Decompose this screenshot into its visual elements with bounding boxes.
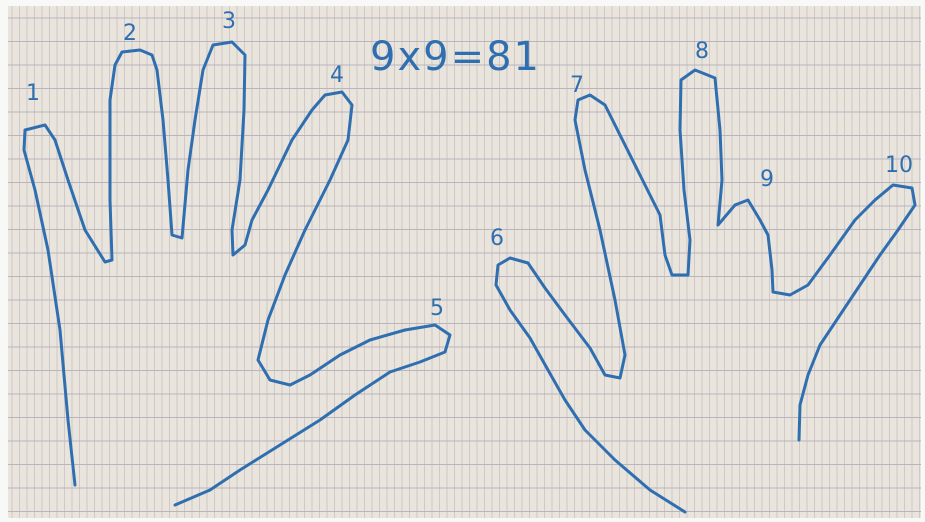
finger-number-1: 1	[26, 81, 40, 106]
finger-number-5: 5	[430, 296, 444, 321]
finger-number-8: 8	[695, 39, 709, 64]
finger-number-3: 3	[222, 9, 236, 34]
finger-number-10: 10	[885, 153, 913, 178]
finger-number-4: 4	[330, 63, 344, 88]
finger-number-2: 2	[123, 21, 137, 46]
equation-text: 9x9=81	[370, 34, 541, 80]
finger-number-9: 9	[760, 167, 774, 192]
finger-number-7: 7	[570, 73, 584, 98]
finger-number-6: 6	[490, 226, 504, 251]
